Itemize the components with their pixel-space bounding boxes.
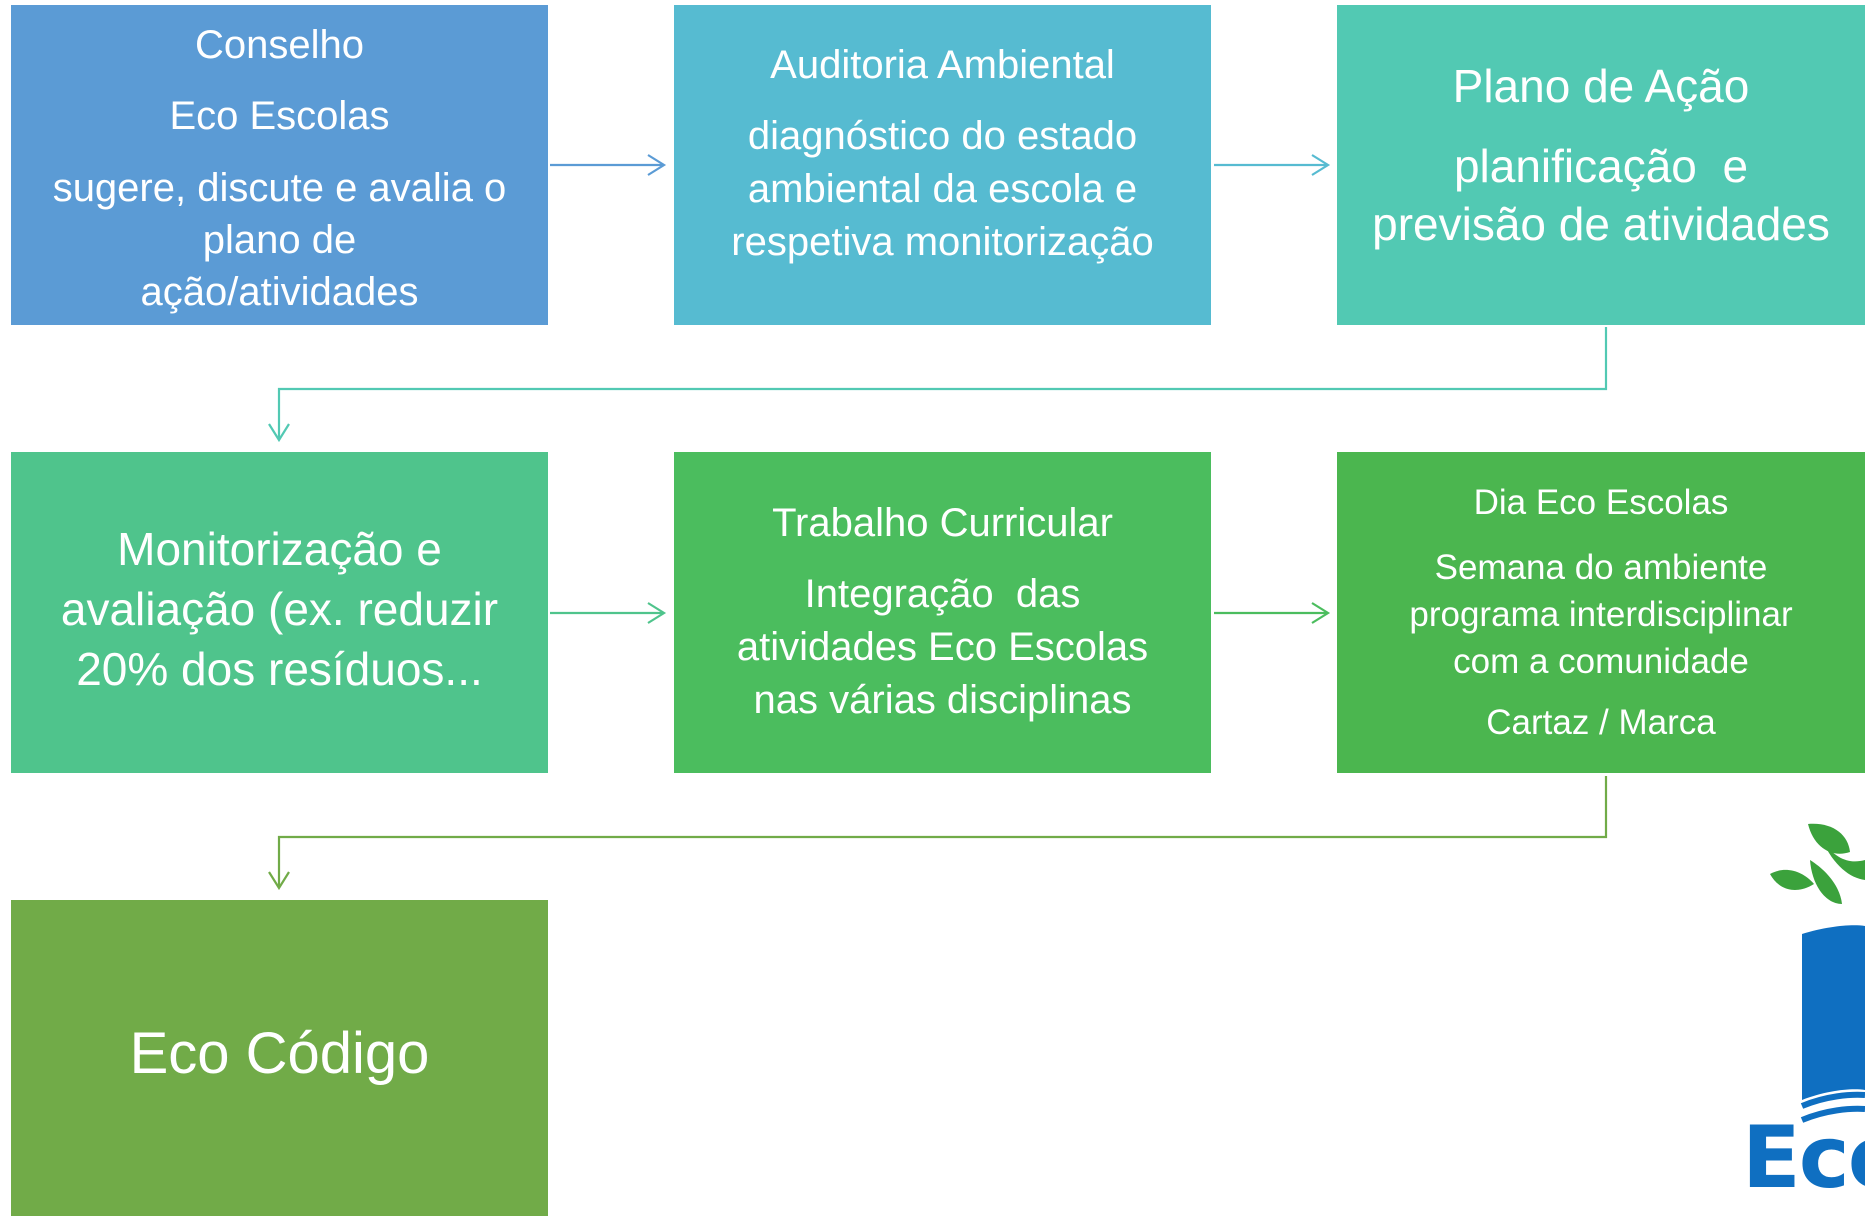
eco-escolas-logo [1770,823,1865,1123]
box-conselho-body-1: sugere, discute e avalia o [52,166,507,210]
box-plano-body-1: planificação e [1453,139,1749,192]
box-conselho-subtitle: Eco Escolas [169,94,390,138]
box-auditoria-title: Auditoria Ambiental [770,42,1115,87]
box-trabalho-body-1: Integração das [804,572,1081,616]
box-trabalho-title: Trabalho Curricular [772,501,1113,545]
box-codigo: Eco Código [11,900,548,1216]
book-icon [1800,925,1865,1123]
box-monitorizacao-body-3: 20% dos resíduos... [76,642,483,695]
arrow-plano-to-monitorizacao [268,327,1608,443]
box-conselho-body-2: plano de [202,218,357,262]
box-plano-title: Plano de Ação [1452,60,1750,113]
box-trabalho: Trabalho Curricular Integração das ativi… [674,452,1211,773]
arrow-conselho-to-auditoria [550,154,667,176]
box-monitorizacao-body-1: Monitorização e [117,522,442,575]
arrow-monitorizacao-to-trabalho [550,602,667,624]
leaf-icon [1770,823,1865,904]
box-trabalho-body-3: nas várias disciplinas [753,678,1132,722]
box-conselho: Conselho Eco Escolas sugere, discute e a… [11,5,548,325]
box-plano: Plano de Ação planificação e previsão de… [1337,5,1865,325]
box-codigo-title: Eco Código [129,1021,430,1087]
box-auditoria-body-2: ambiental da escola e [747,166,1138,211]
box-plano-body-2: previsão de atividades [1372,197,1830,250]
box-dia-body-2: programa interdisciplinar [1409,594,1793,634]
box-dia-title: Dia Eco Escolas [1473,482,1729,522]
box-dia-body-4: Cartaz / Marca [1486,702,1716,742]
box-conselho-title: Conselho [194,23,364,67]
arrow-trabalho-to-dia [1214,602,1331,624]
box-auditoria: Auditoria Ambiental diagnóstico do estad… [674,5,1211,325]
box-trabalho-body-2: atividades Eco Escolas [736,625,1149,669]
box-conselho-body-3: ação/atividades [140,270,419,314]
box-dia-body-3: com a comunidade [1453,641,1749,681]
box-auditoria-body-1: diagnóstico do estado [747,113,1138,158]
logo-wordmark: Eco [1742,1108,1865,1208]
arrow-dia-to-codigo [268,776,1608,891]
arrow-auditoria-to-plano [1214,154,1331,176]
box-dia-body-1: Semana do ambiente [1434,547,1768,587]
box-monitorizacao-body-2: avaliação (ex. reduzir [60,582,499,635]
box-monitorizacao: Monitorização e avaliação (ex. reduzir 2… [11,452,548,773]
box-dia: Dia Eco Escolas Semana do ambiente progr… [1337,452,1865,773]
box-auditoria-body-3: respetiva monitorização [731,219,1154,264]
